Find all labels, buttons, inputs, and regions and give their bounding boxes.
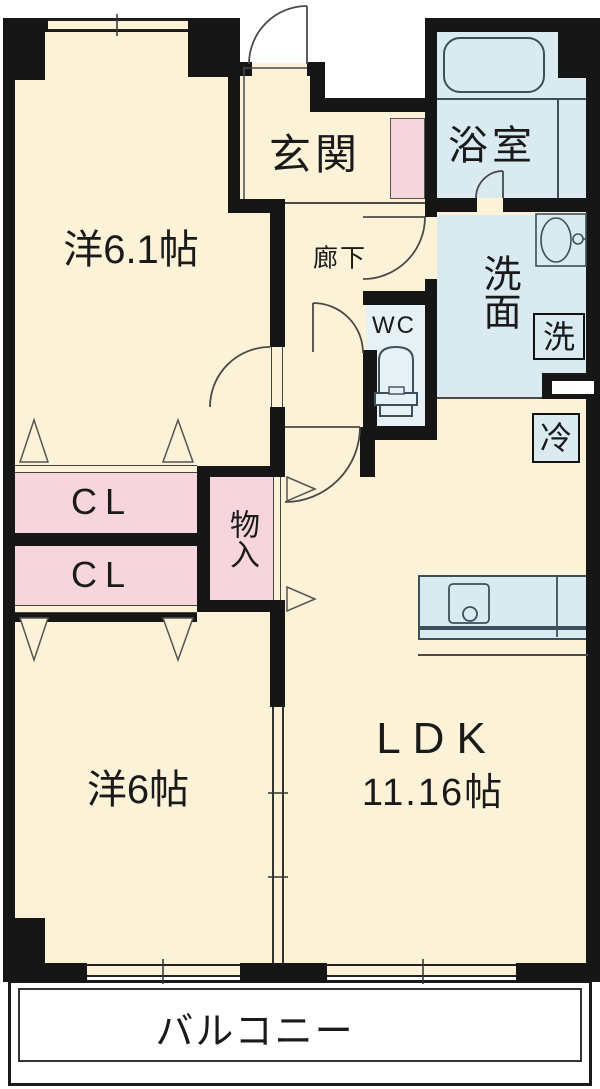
wall-pillar bbox=[3, 918, 45, 968]
bedroom-door-leaf bbox=[271, 347, 283, 407]
wall bbox=[425, 18, 437, 217]
washbasin-icon bbox=[535, 213, 587, 267]
wall bbox=[363, 350, 377, 440]
wall bbox=[3, 18, 15, 980]
wall bbox=[228, 62, 252, 76]
exterior-notch bbox=[322, 0, 425, 99]
wall bbox=[240, 963, 327, 982]
ldk-door-arc bbox=[284, 426, 361, 503]
room-label-washroom: 洗面 bbox=[477, 254, 519, 330]
genkan-step-line bbox=[243, 67, 425, 204]
wall bbox=[197, 466, 285, 477]
wall bbox=[3, 963, 87, 982]
wall bbox=[12, 612, 197, 622]
wc-door-arc bbox=[312, 302, 364, 354]
label-storage: 物入 bbox=[225, 509, 258, 569]
closet-upper-door bbox=[15, 465, 197, 473]
bedroom-door-arc bbox=[209, 346, 271, 408]
closet-lower-door bbox=[15, 605, 197, 613]
bathroom-door-arc bbox=[475, 170, 504, 199]
room-label-entrance: 玄関 bbox=[268, 131, 362, 178]
entrance-door-arc bbox=[248, 5, 308, 65]
label-closet-lower: CL bbox=[70, 554, 134, 595]
label-washer: 洗 bbox=[542, 319, 576, 355]
washer-space bbox=[533, 313, 585, 360]
wall bbox=[363, 291, 437, 305]
wall bbox=[437, 198, 477, 212]
storage-floor bbox=[210, 477, 273, 600]
kitchen-counter bbox=[418, 575, 588, 628]
wall bbox=[425, 18, 600, 32]
closet-lower-floor bbox=[15, 546, 197, 606]
balcony-inner bbox=[18, 988, 582, 1062]
washroom-floor bbox=[437, 215, 586, 399]
wall bbox=[12, 533, 197, 546]
sliding-door bbox=[272, 707, 284, 963]
label-closet-upper: CL bbox=[70, 481, 134, 522]
washroom-door-arc bbox=[362, 216, 426, 280]
storage-door bbox=[273, 477, 281, 600]
room-label-balcony: バルコニー bbox=[155, 1011, 355, 1053]
wall bbox=[270, 612, 285, 707]
room-label-ldk-size: 11.16帖 bbox=[361, 772, 505, 814]
shoe-cabinet bbox=[390, 118, 425, 199]
wall bbox=[363, 426, 437, 440]
toilet-icon bbox=[374, 345, 418, 417]
room-label-western-6: 洋6帖 bbox=[86, 768, 190, 812]
wall bbox=[197, 466, 210, 612]
room-label-wc: WC bbox=[372, 312, 416, 339]
wall bbox=[360, 427, 375, 477]
wall bbox=[516, 963, 600, 982]
wall bbox=[425, 279, 437, 440]
window bbox=[327, 964, 516, 977]
wall bbox=[586, 18, 600, 980]
room-label-hallway: 廊下 bbox=[312, 244, 368, 273]
wall-hatch bbox=[552, 381, 594, 394]
bathtub-icon bbox=[437, 37, 586, 198]
label-refrigerator: 冷 bbox=[539, 420, 573, 456]
window-ticks bbox=[116, 14, 424, 984]
kitchen-sink-icon bbox=[448, 576, 558, 637]
wall bbox=[197, 600, 285, 612]
window bbox=[48, 19, 188, 31]
closet-upper-floor bbox=[15, 472, 197, 533]
wall bbox=[310, 98, 437, 112]
refrigerator-space bbox=[532, 413, 580, 463]
wall bbox=[270, 407, 285, 473]
exterior-notch bbox=[240, 0, 322, 63]
room-label-ldk: LDK bbox=[376, 714, 498, 763]
room-label-bathroom: 浴室 bbox=[448, 124, 536, 168]
wall bbox=[503, 198, 600, 212]
closet-fold-marks bbox=[18, 417, 317, 663]
wall bbox=[228, 62, 240, 213]
wall bbox=[270, 199, 285, 347]
room-label-western-6-1: 洋6.1帖 bbox=[63, 228, 199, 272]
